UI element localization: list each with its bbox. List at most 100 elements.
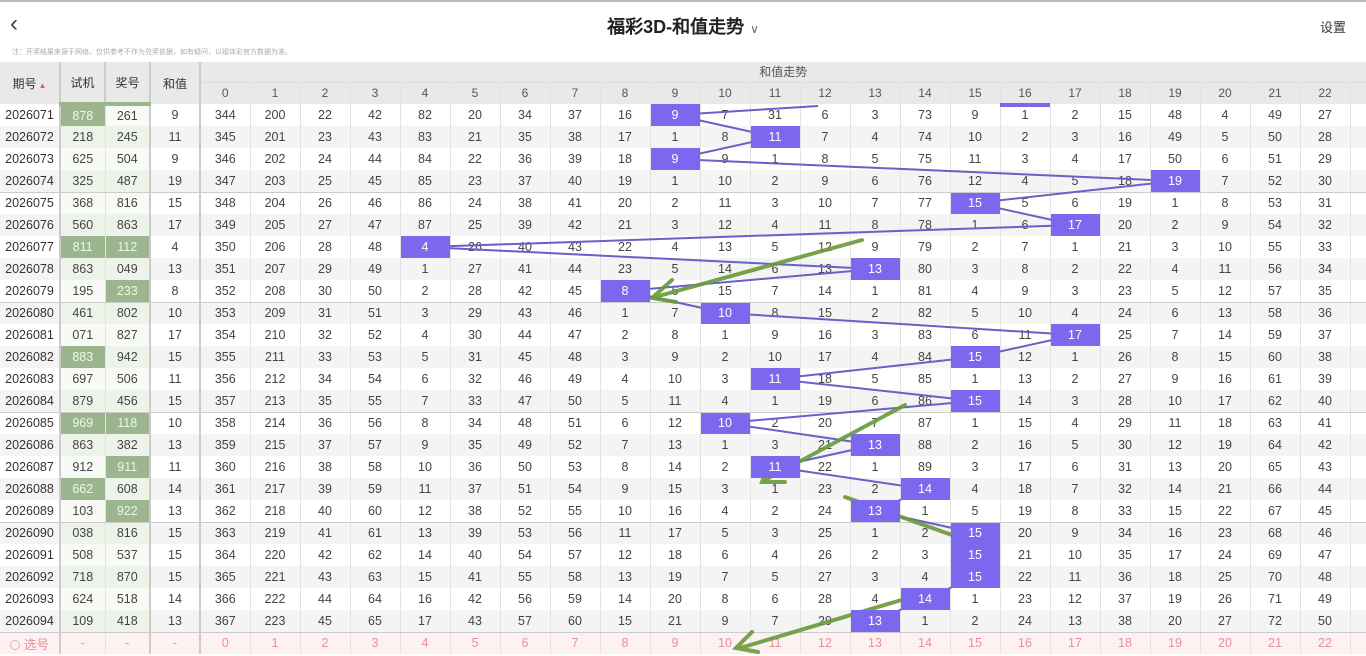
omission-cell: 27 (1200, 610, 1251, 633)
disclaimer-note: 注：开奖结果来源于网络，仅供参考不作为兑奖依据，如有疑问，以福体彩官方数据为准。 (12, 49, 292, 56)
pick-number-button[interactable]: 8 (600, 632, 651, 654)
pick-number-button[interactable]: 17 (1050, 632, 1101, 654)
trial-number-cell: 863 (59, 434, 106, 456)
omission-cell: 202 (250, 148, 301, 170)
omission-cell: 34 (1100, 522, 1151, 544)
omission-cell: 89 (900, 456, 951, 478)
omission-cell: 22 (1100, 258, 1151, 280)
omission-cell: 17 (1200, 390, 1251, 413)
pick-number-button[interactable]: 11 (750, 632, 801, 654)
pick-number-button[interactable]: 1 (250, 632, 301, 654)
pick-label-cell[interactable]: 选号 (0, 632, 61, 654)
omission-cell: 1 (950, 368, 1001, 390)
omission-cell: 44 (300, 588, 351, 610)
omission-cell: 35 (450, 434, 501, 456)
omission-cell: 5 (700, 522, 751, 544)
pick-number-button[interactable]: 14 (900, 632, 951, 654)
pick-number-button[interactable]: 18 (1100, 632, 1151, 654)
omission-cell: 13 (1150, 456, 1201, 478)
omission-cell: 14 (400, 544, 451, 566)
omission-cell: 4 (1200, 104, 1251, 126)
omission-cell: 80 (900, 258, 951, 280)
omission-cell: 5 (1150, 280, 1201, 303)
sum-cell: 11 (150, 126, 201, 148)
pick-number-button[interactable]: 5 (450, 632, 501, 654)
sum-hit-cell: 14 (900, 588, 951, 610)
trial-number-cell: 863 (59, 258, 106, 280)
column-header-period[interactable]: 期号▲ (0, 62, 61, 104)
omission-cell: 8 (800, 148, 851, 170)
row-spacer (1350, 434, 1366, 456)
omission-cell: 218 (250, 500, 301, 523)
trial-number-cell: 969 (59, 412, 106, 434)
pick-number-button[interactable]: 16 (1000, 632, 1051, 654)
settings-button[interactable]: 设置 (1319, 20, 1346, 35)
pick-number-button[interactable]: 0 (200, 632, 251, 654)
omission-cell: 8 (750, 302, 801, 324)
omission-cell: 2 (1050, 368, 1101, 390)
omission-cell: 60 (350, 500, 401, 523)
omission-cell: 31 (300, 302, 351, 324)
pick-number-button[interactable]: 22 (1300, 632, 1351, 654)
period-cell: 2026083 (0, 368, 61, 390)
pick-number-button[interactable]: 4 (400, 632, 451, 654)
pick-number-button[interactable]: 12 (800, 632, 851, 654)
omission-cell: 6 (850, 390, 901, 413)
omission-cell: 22 (450, 148, 501, 170)
pick-number-button[interactable]: 13 (850, 632, 901, 654)
omission-cell: 44 (550, 258, 601, 280)
pick-number-button[interactable]: 19 (1150, 632, 1201, 654)
omission-cell: 77 (900, 192, 951, 214)
omission-cell: 2 (700, 346, 751, 368)
omission-cell: 45 (500, 346, 551, 368)
omission-cell: 26 (300, 192, 351, 214)
draw-number-cell: 518 (105, 588, 151, 610)
chevron-left-icon[interactable]: ‹ (10, 10, 18, 37)
omission-cell: 67 (1250, 500, 1301, 523)
omission-cell: 11 (600, 522, 651, 544)
omission-cell: 212 (250, 368, 301, 390)
omission-cell: 5 (600, 390, 651, 413)
omission-cell: 16 (1200, 368, 1251, 390)
pick-number-button[interactable]: 9 (650, 632, 701, 654)
omission-cell: 3 (850, 104, 901, 126)
omission-cell: 357 (200, 390, 251, 413)
sum-hit-cell: 11 (750, 456, 801, 478)
omission-cell: 39 (1300, 368, 1351, 390)
omission-cell: 12 (950, 170, 1001, 193)
omission-cell: 18 (650, 544, 701, 566)
omission-cell: 35 (300, 390, 351, 413)
omission-cell: 10 (400, 456, 451, 478)
omission-cell: 43 (550, 236, 601, 258)
omission-cell: 9 (1200, 214, 1251, 236)
pick-number-button[interactable]: 20 (1200, 632, 1251, 654)
omission-cell: 14 (1200, 324, 1251, 346)
omission-cell: 3 (950, 456, 1001, 478)
sum-hit-cell: 9 (650, 104, 701, 126)
sort-icon[interactable]: ▲ (38, 80, 47, 90)
omission-cell: 25 (1200, 566, 1251, 588)
omission-cell: 73 (900, 104, 951, 126)
radio-icon[interactable] (9, 639, 20, 650)
chevron-down-icon[interactable]: ∨ (750, 22, 759, 36)
trend-column-14: 14 (900, 81, 951, 104)
omission-cell: 49 (1250, 104, 1301, 126)
omission-cell: 5 (950, 302, 1001, 324)
omission-cell: 4 (1050, 412, 1101, 434)
pick-number-button[interactable]: 6 (500, 632, 551, 654)
omission-cell: 27 (1300, 104, 1351, 126)
omission-cell: 4 (1150, 258, 1201, 280)
row-spacer (1350, 126, 1366, 148)
omission-cell: 28 (450, 280, 501, 303)
pick-number-button[interactable]: 10 (700, 632, 751, 654)
omission-cell: 2 (750, 500, 801, 523)
omission-cell: 2 (400, 280, 451, 303)
pick-number-button[interactable]: 3 (350, 632, 401, 654)
pick-number-button[interactable]: 21 (1250, 632, 1301, 654)
pick-number-button[interactable]: 7 (550, 632, 601, 654)
omission-cell: 30 (1300, 170, 1351, 193)
pick-number-button[interactable]: 15 (950, 632, 1001, 654)
pick-number-button[interactable]: 2 (300, 632, 351, 654)
page-title[interactable]: 福彩3D-和值走势∨ (0, 13, 1366, 39)
omission-cell: 28 (1100, 390, 1151, 413)
